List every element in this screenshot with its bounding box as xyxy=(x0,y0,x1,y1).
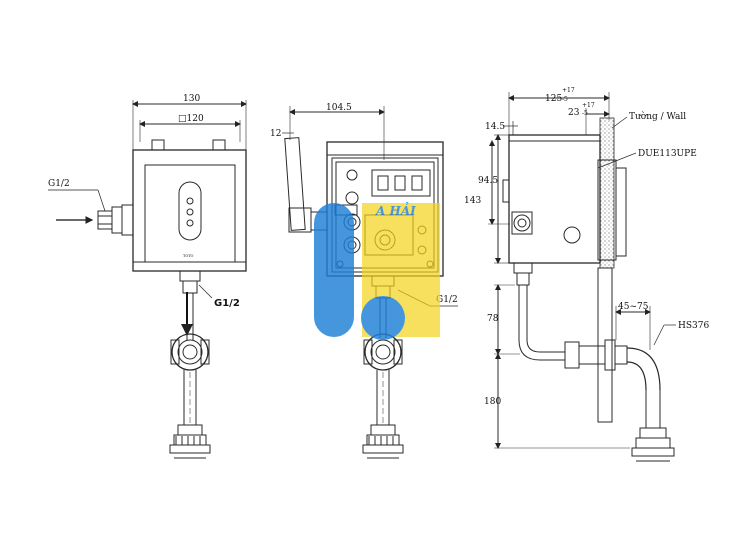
front-width-inner: □120 xyxy=(178,114,204,124)
front-view xyxy=(97,100,247,459)
watermark-logo: A HẢI xyxy=(314,201,440,340)
leader-line xyxy=(198,284,213,299)
side-pipe-range: 45~75 xyxy=(618,302,649,312)
middle-width: 104.5 xyxy=(326,103,352,113)
model-label: DUE113UPE xyxy=(638,149,697,159)
side-height-total: 143 xyxy=(464,196,481,206)
side-view xyxy=(488,92,676,462)
middle-outlet-label: G1/2 xyxy=(436,295,458,305)
leader-line xyxy=(97,189,106,212)
side-depth-tol-lower: -5 xyxy=(562,96,568,103)
side-height-mid: 94.5 xyxy=(478,176,498,186)
side-trap-height: 180 xyxy=(484,397,501,407)
trap-label: HS376 xyxy=(678,321,709,331)
side-wall-tol-lower: -5 xyxy=(582,110,588,117)
watermark-text: A HẢI xyxy=(375,201,416,218)
side-top-offset: 14.5 xyxy=(485,122,505,132)
front-outlet-label: G1/2 xyxy=(214,298,240,309)
middle-pipe-offset: 12 xyxy=(270,129,281,139)
brand-label: TOTO xyxy=(183,254,194,258)
inlet-label: G1/2 xyxy=(48,179,70,189)
side-depth-tol-upper: +17 xyxy=(562,87,575,94)
side-wall-tol-upper: +17 xyxy=(582,102,595,109)
side-depth: 125 xyxy=(545,94,562,104)
side-pipe-drop: 78 xyxy=(487,314,499,324)
side-wall-offset: 23 xyxy=(568,108,580,118)
wall-label: Tường / Wall xyxy=(629,111,686,122)
front-width-outer: 130 xyxy=(183,94,200,104)
